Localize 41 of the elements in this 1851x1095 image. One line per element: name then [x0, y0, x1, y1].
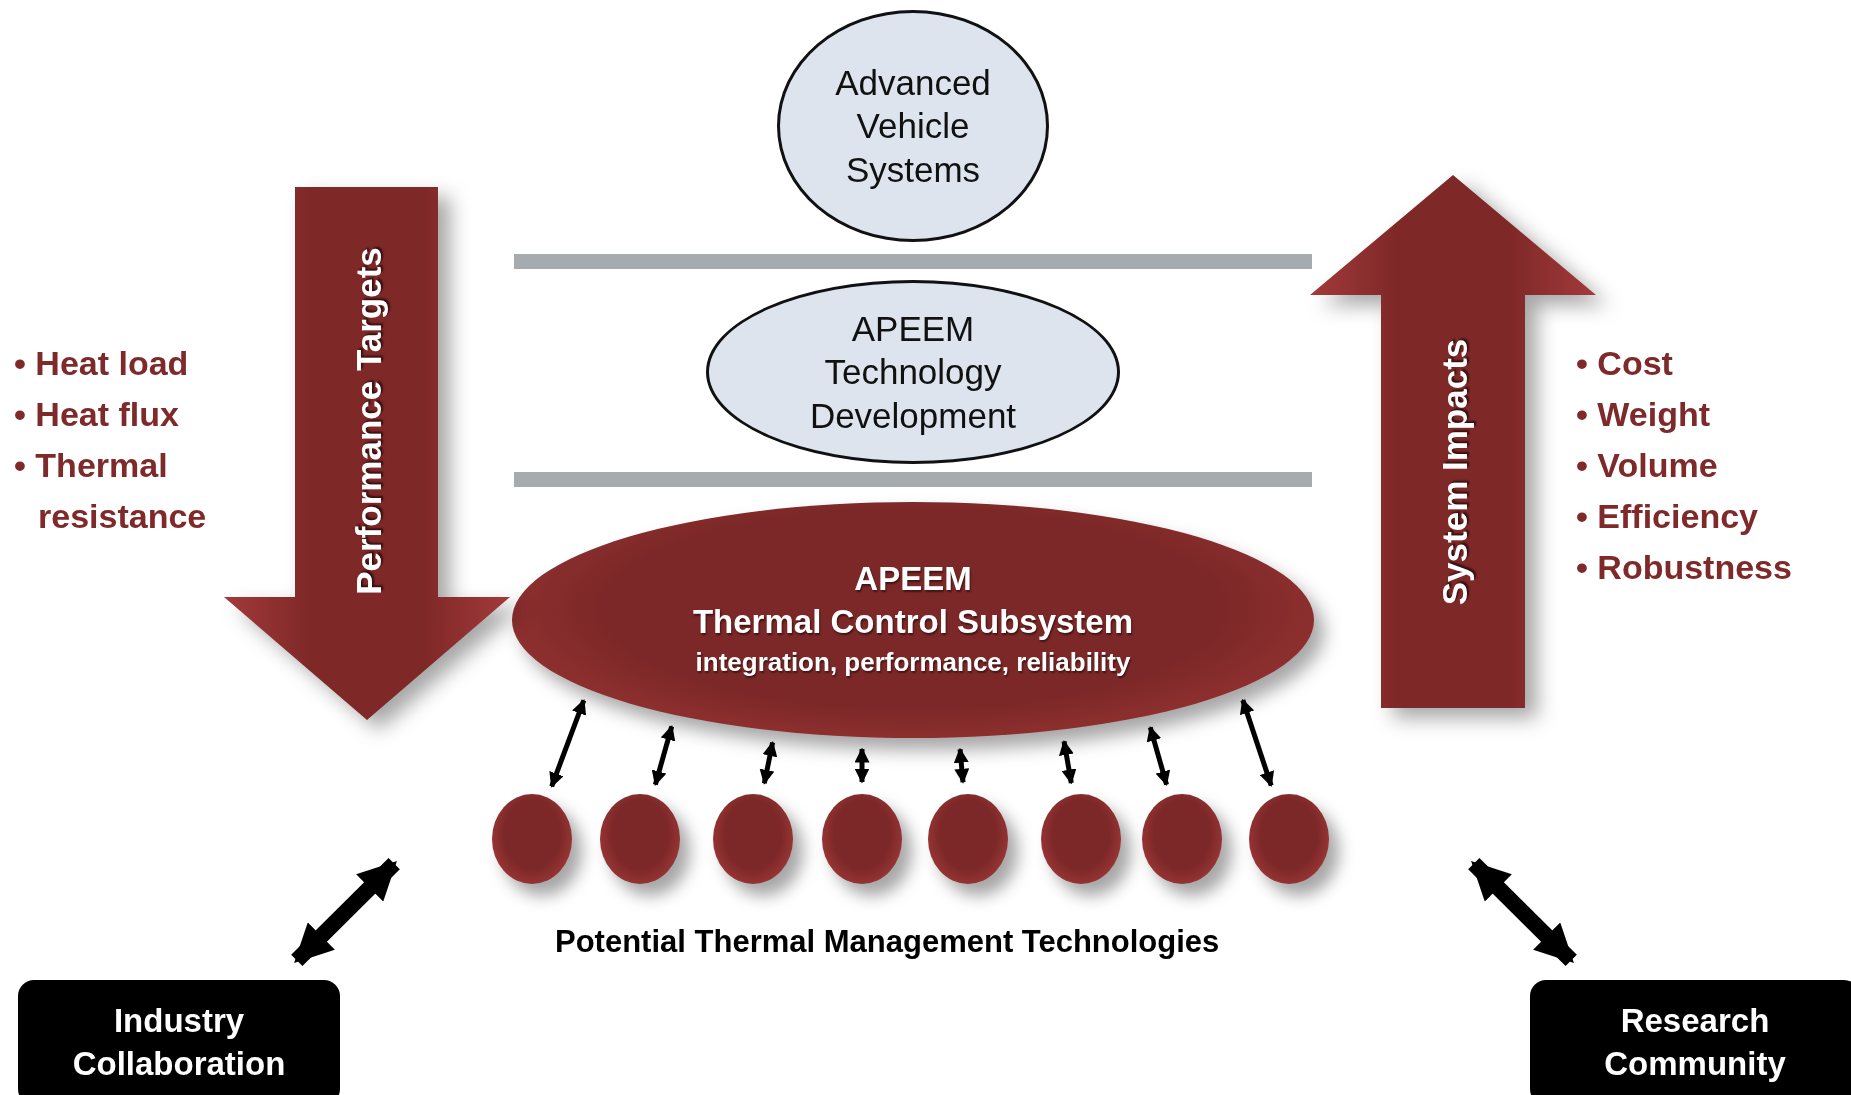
box-label: Research Community: [1604, 1001, 1786, 1082]
subtitle-text: integration, performance, reliability: [695, 647, 1131, 678]
double-arrow: [953, 747, 970, 784]
bullet-item: • Cost: [1576, 343, 1674, 384]
bullet-item: • Heat flux: [14, 394, 180, 435]
bullet-item: • Volume: [1576, 445, 1719, 486]
double-arrow: [759, 741, 778, 785]
double-arrow: [1239, 698, 1275, 787]
bullet-item: • Weight: [1576, 394, 1712, 435]
bullet-item: • Thermal resistance: [14, 445, 208, 537]
divider-bar: [514, 254, 1312, 269]
double-arrow: [1058, 739, 1077, 785]
node-label: APEEM Technology Development: [809, 309, 1017, 435]
double-arrow: [291, 857, 400, 967]
up-arrow: [1310, 175, 1596, 708]
arrow-label: System Impacts: [1435, 338, 1474, 606]
double-arrow: [549, 698, 587, 788]
ellipse-heading: Thermal Control Subsystem: [692, 602, 1134, 640]
box-label: Industry Collaboration: [72, 1001, 286, 1082]
double-arrow: [854, 747, 870, 784]
technology-circle: [822, 794, 902, 884]
ellipse-heading: APEEM: [854, 559, 972, 597]
divider-bar: [514, 472, 1312, 487]
technology-circle: [1249, 794, 1329, 884]
bullet-item: • Robustness: [1576, 547, 1793, 588]
bullet-item: • Efficiency: [1576, 496, 1759, 537]
technology-circle: [492, 794, 572, 884]
down-arrow: [224, 187, 510, 720]
double-arrow: [1146, 725, 1171, 787]
technology-circle: [713, 794, 793, 884]
technology-circle: [600, 794, 680, 884]
technology-circle: [928, 794, 1008, 884]
node-label: Advanced Vehicle Systems: [835, 63, 991, 189]
double-arrow: [1468, 857, 1577, 967]
partner-box: [18, 980, 340, 1095]
technology-circle: [1041, 794, 1121, 884]
caption-text: Potential Thermal Management Technologies: [555, 924, 1220, 959]
arrow-label: Performance Targets: [349, 247, 388, 595]
double-arrow: [651, 725, 676, 786]
partner-box: [1530, 980, 1851, 1095]
bullet-item: • Heat load: [14, 343, 190, 384]
